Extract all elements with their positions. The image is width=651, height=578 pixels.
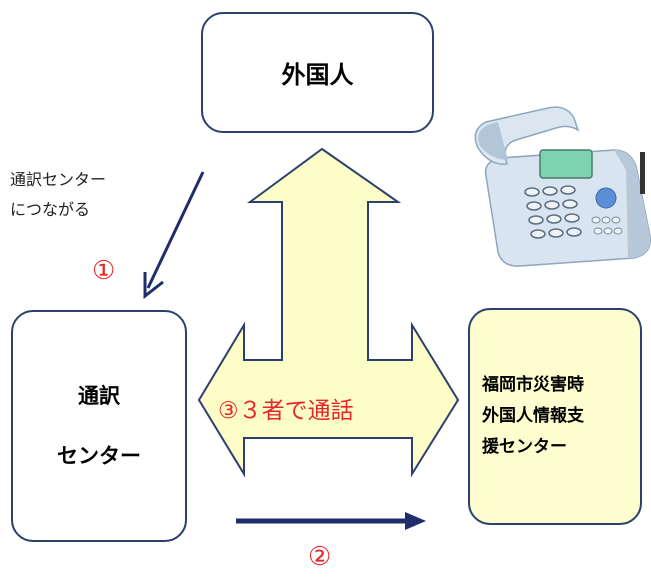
connect-interpretation-label: 通訳センター につながる [10, 165, 106, 225]
telephone-icon [474, 106, 651, 267]
connect-arrow-1 [143, 171, 205, 300]
connect-label-line-1: 通訳センター [10, 170, 107, 189]
interpretation-center-box: 通訳 センター [11, 310, 187, 542]
fukuoka-center-line-1: 福岡市災害時 [482, 375, 584, 395]
step-2-marker: ② [308, 542, 332, 572]
three-way-call-label: ③３者で通話 [218, 398, 354, 424]
fukuoka-center-line-2: 外国人情報支 [482, 406, 584, 426]
foreigner-box: 外国人 [201, 12, 434, 133]
connect-label-line-2: につながる [10, 200, 91, 219]
step-1-marker: ① [92, 256, 116, 286]
foreigner-label: 外国人 [281, 61, 354, 89]
interpretation-center-line-2: センター [57, 444, 141, 468]
fukuoka-center-box: 福岡市災害時 外国人情報支 援センター [468, 308, 642, 525]
three-way-call-arrow [197, 147, 460, 478]
fukuoka-center-line-3: 援センター [482, 437, 567, 457]
connect-arrow-2 [236, 512, 426, 530]
interpretation-center-line-1: 通訳 [78, 384, 120, 408]
